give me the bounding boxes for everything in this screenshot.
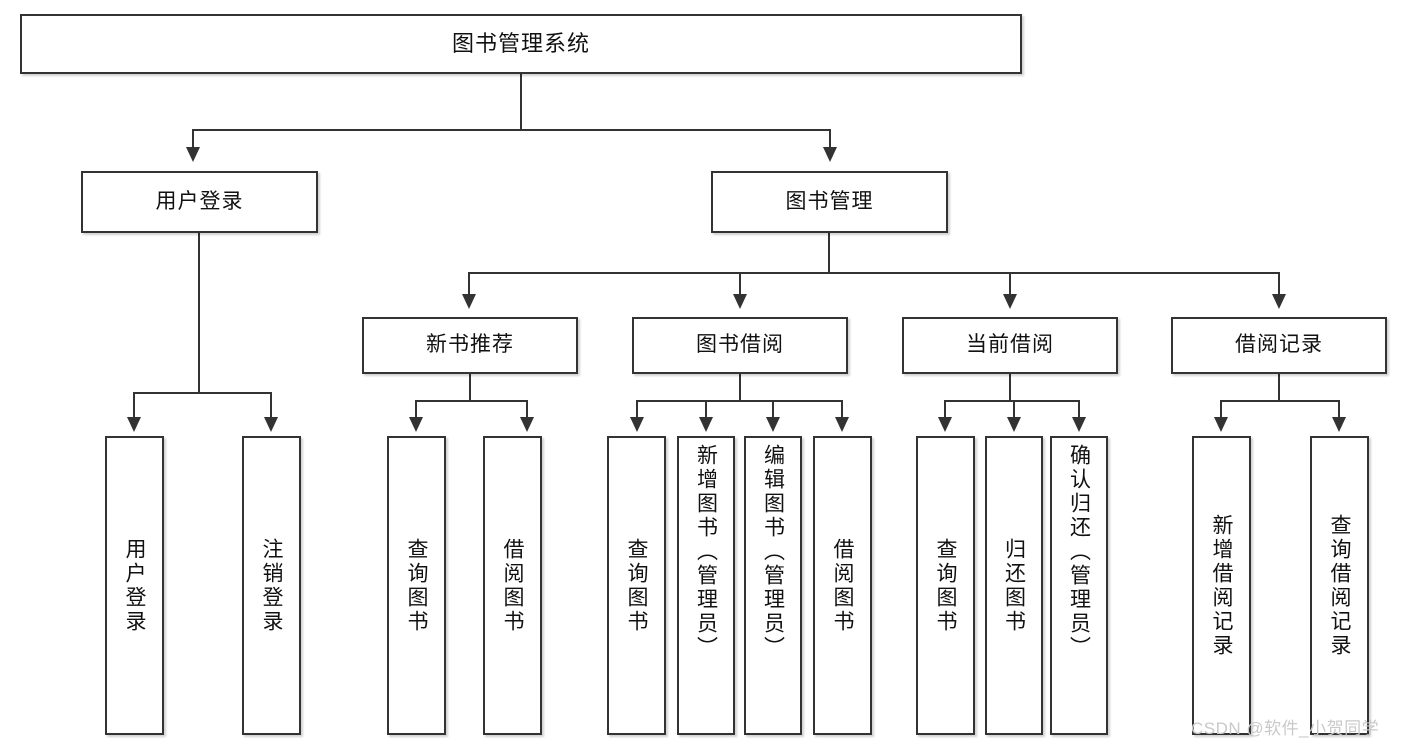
node-borrow-record[interactable]: 借阅记录 (1171, 317, 1387, 374)
arrow-to-leaf-query-book-2 (630, 417, 644, 432)
connector-root-drop-right (829, 129, 831, 147)
connector-current-drop-2 (1013, 400, 1015, 417)
arrow-to-leaf-borrow-book-1 (520, 417, 534, 432)
node-label: 查询图书 (625, 537, 648, 634)
node-label: 查询图书 (934, 537, 957, 634)
leaf-query-book-recommend[interactable]: 查询图书 (387, 436, 446, 735)
node-root-book-management-system[interactable]: 图书管理系统 (20, 14, 1022, 74)
arrow-to-borrow-record (1272, 294, 1286, 309)
connector-borrow-drop-2 (705, 400, 707, 417)
leaf-borrow-book-recommend[interactable]: 借阅图书 (483, 436, 542, 735)
node-label: 归还图书 (1002, 537, 1026, 634)
arrow-to-new-book-recommend (462, 294, 476, 309)
arrow-to-leaf-query-book-3 (938, 417, 952, 432)
arrow-to-leaf-confirm-return (1072, 417, 1086, 432)
node-label: 借阅图书 (501, 537, 524, 634)
node-label: 查询图书 (405, 537, 428, 634)
arrow-to-leaf-query-record (1332, 417, 1346, 432)
connector-record-stem (1278, 374, 1280, 401)
node-label: 新增图书（管理员） (694, 444, 718, 660)
node-label: 用户登录 (155, 189, 244, 213)
connector-current-stem (1009, 374, 1011, 401)
leaf-logout[interactable]: 注销登录 (242, 436, 301, 735)
node-label: 查询借阅记录 (1328, 513, 1351, 658)
connector-recommend-stem (469, 374, 471, 401)
connector-borrow-drop-1 (636, 400, 638, 417)
connector-l3-drop-2 (739, 272, 741, 294)
connector-userlogin-stem (198, 233, 200, 393)
connector-bookmanage-stem (828, 233, 830, 273)
node-label: 编辑图书（管理员） (761, 444, 785, 660)
connector-borrow-bus (636, 400, 843, 402)
arrow-to-leaf-edit-book (766, 417, 780, 432)
connector-root-drop-left (192, 129, 194, 147)
connector-borrow-stem (739, 374, 741, 401)
connector-root-stem (520, 74, 522, 130)
node-book-management[interactable]: 图书管理 (711, 171, 948, 233)
arrow-to-user-login (186, 147, 200, 162)
node-label: 当前借阅 (966, 333, 1054, 357)
leaf-add-book-admin[interactable]: 新增图书（管理员） (677, 436, 735, 735)
arrow-to-leaf-logout (264, 417, 278, 432)
node-label: 新增借阅记录 (1210, 513, 1233, 658)
connector-current-drop-3 (1078, 400, 1080, 417)
connector-borrow-drop-3 (772, 400, 774, 417)
arrow-to-leaf-add-book (699, 417, 713, 432)
connector-record-drop-2 (1338, 400, 1340, 417)
node-label: 借阅记录 (1235, 333, 1323, 357)
node-label: 注销登录 (260, 537, 283, 634)
leaf-query-book-current[interactable]: 查询图书 (916, 436, 975, 735)
connector-userlogin-drop-2 (270, 392, 272, 417)
node-label: 新书推荐 (426, 333, 514, 357)
connector-recommend-drop-2 (526, 400, 528, 417)
node-user-login[interactable]: 用户登录 (81, 171, 318, 233)
connector-l3-drop-3 (1009, 272, 1011, 294)
node-label: 图书借阅 (696, 333, 784, 357)
connector-borrow-drop-4 (841, 400, 843, 417)
arrow-to-leaf-query-book-1 (409, 417, 423, 432)
arrow-to-leaf-user-login (127, 417, 141, 432)
leaf-confirm-return-admin[interactable]: 确认归还（管理员） (1050, 436, 1108, 735)
node-new-book-recommend[interactable]: 新书推荐 (362, 317, 578, 374)
connector-current-drop-1 (944, 400, 946, 417)
connector-root-bus (192, 129, 830, 131)
node-label: 图书管理 (785, 189, 874, 213)
connector-bookmanage-bus (468, 272, 1280, 274)
connector-userlogin-drop-1 (133, 392, 135, 417)
connector-recommend-drop-1 (415, 400, 417, 417)
leaf-edit-book-admin[interactable]: 编辑图书（管理员） (744, 436, 802, 735)
leaf-query-book-borrow[interactable]: 查询图书 (607, 436, 666, 735)
arrow-to-current-borrow (1003, 294, 1017, 309)
connector-l3-drop-4 (1278, 272, 1280, 294)
arrow-to-leaf-borrow-book-2 (835, 417, 849, 432)
connector-record-bus (1220, 400, 1340, 402)
connector-userlogin-bus (133, 392, 270, 394)
leaf-add-borrow-record[interactable]: 新增借阅记录 (1192, 436, 1251, 735)
connector-current-bus (944, 400, 1080, 402)
node-label: 用户登录 (123, 537, 146, 634)
leaf-query-borrow-record[interactable]: 查询借阅记录 (1310, 436, 1369, 735)
node-label: 图书管理系统 (451, 31, 590, 57)
arrow-to-leaf-add-record (1214, 417, 1228, 432)
node-current-borrow[interactable]: 当前借阅 (902, 317, 1118, 374)
csdn-watermark: CSDN @软件_小贺同学 (1191, 719, 1380, 738)
arrow-to-leaf-return-book (1007, 417, 1021, 432)
node-label: 借阅图书 (831, 537, 854, 634)
node-label: 确认归还（管理员） (1067, 444, 1091, 660)
arrow-to-book-manage (823, 147, 837, 162)
connector-recommend-bus (415, 400, 527, 402)
connector-l3-drop-1 (468, 272, 470, 294)
leaf-return-book[interactable]: 归还图书 (985, 436, 1043, 735)
leaf-user-login[interactable]: 用户登录 (105, 436, 164, 735)
connector-record-drop-1 (1220, 400, 1222, 417)
leaf-borrow-book[interactable]: 借阅图书 (813, 436, 872, 735)
node-book-borrow[interactable]: 图书借阅 (632, 317, 848, 374)
arrow-to-book-borrow (733, 294, 747, 309)
